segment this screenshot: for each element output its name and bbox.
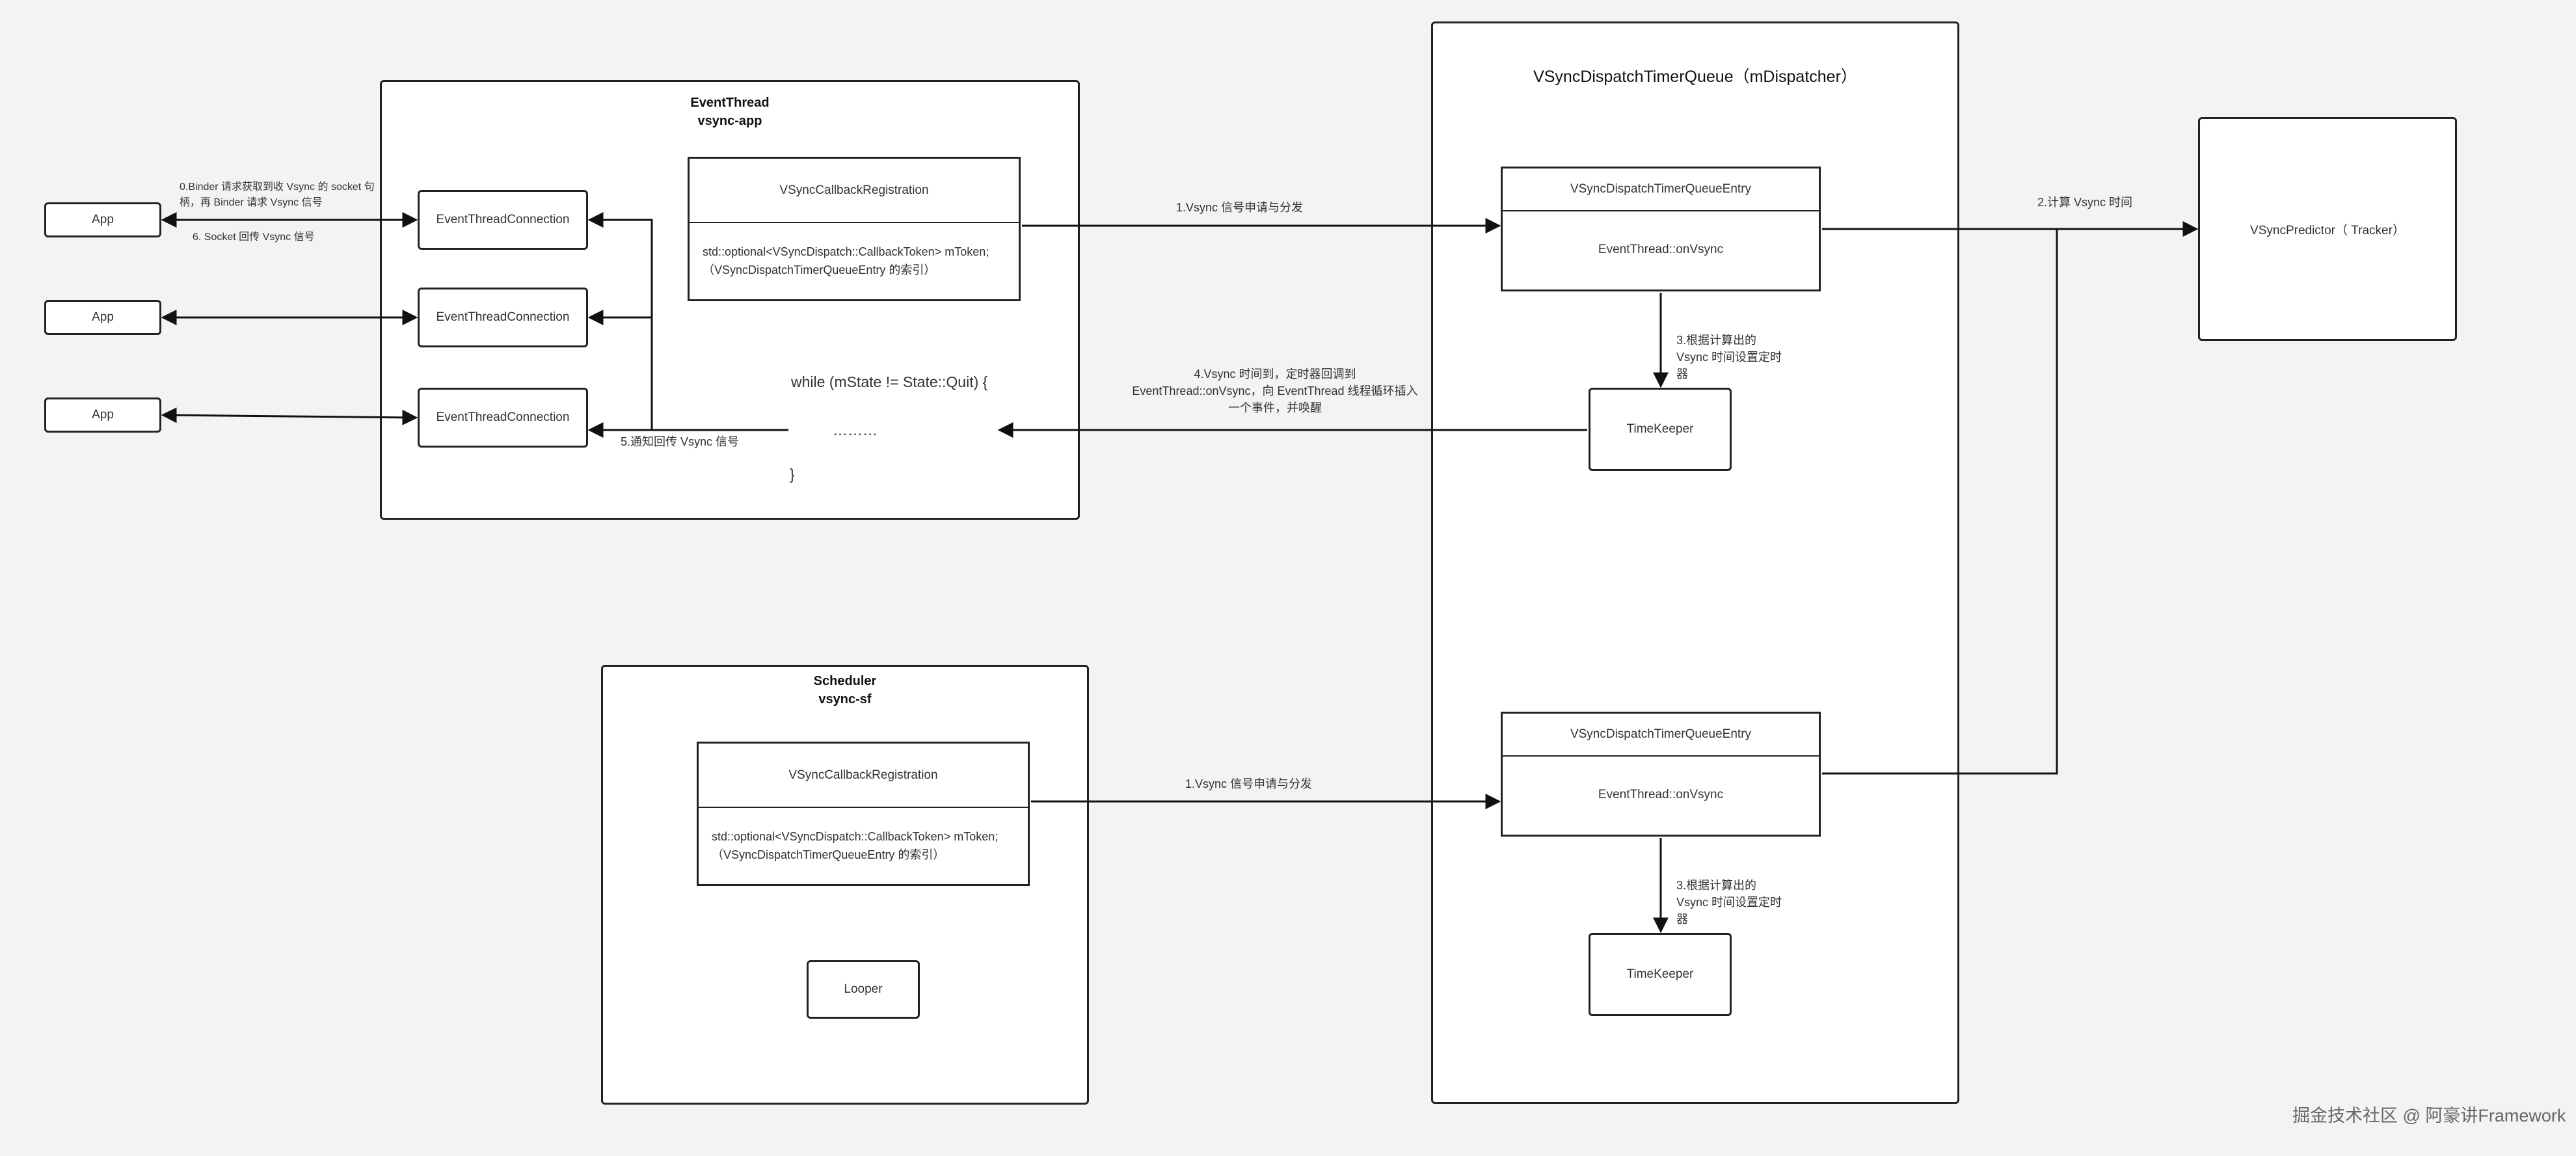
- label-callback-line3: 一个事件，并唤醒: [1228, 401, 1322, 414]
- app-node-3: App: [44, 397, 161, 433]
- scheduler-title-line2: vsync-sf: [818, 692, 872, 706]
- dispatch-entry-app-header: VSyncDispatchTimerQueueEntry: [1503, 168, 1819, 211]
- watermark: 掘金技术社区 @ 阿豪讲Framework: [2292, 1106, 2566, 1125]
- scheduler-title-line1: Scheduler: [813, 674, 877, 688]
- dispatch-entry-sf-body: EventThread::onVsync: [1598, 788, 1724, 801]
- app-registration-body: std::optional<VSyncDispatch::CallbackTok…: [690, 222, 1019, 299]
- label-timer-sf-line3: 器: [1676, 913, 1688, 926]
- looper-node: Looper: [807, 960, 920, 1019]
- label-timer-app-line2: Vsync 时间设置定时: [1676, 351, 1782, 364]
- label-compute: 2.计算 Vsync 时间: [2037, 196, 2133, 209]
- label-timer-app-line3: 器: [1676, 368, 1688, 381]
- label-apply-app: 1.Vsync 信号申请与分发: [1176, 201, 1304, 214]
- event-thread-title: EventThread vsync-app: [382, 94, 1078, 130]
- event-thread-title-line2: vsync-app: [697, 114, 762, 128]
- sf-registration-header: VSyncCallbackRegistration: [699, 744, 1028, 808]
- loop-line-3: }: [790, 466, 795, 483]
- timekeeper-sf: TimeKeeper: [1589, 933, 1732, 1016]
- scheduler-title: Scheduler vsync-sf: [603, 672, 1087, 708]
- dispatch-entry-sf-header: VSyncDispatchTimerQueueEntry: [1503, 714, 1819, 757]
- app-registration-header: VSyncCallbackRegistration: [690, 159, 1019, 223]
- app-registration-note: （VSyncDispatchTimerQueueEntry 的索引）: [703, 263, 936, 276]
- edge-notify-bus: [589, 219, 788, 431]
- label-notify: 5.通知回传 Vsync 信号: [621, 435, 740, 448]
- loop-line-2: ………: [833, 422, 878, 438]
- edge-app3-connection3: [161, 407, 418, 425]
- label-timer-sf-line1: 3.根据计算出的: [1676, 879, 1757, 892]
- dispatch-entry-app-body: EventThread::onVsync: [1598, 243, 1724, 256]
- label-timer-app: 3.根据计算出的 Vsync 时间设置定时 器: [1676, 332, 1782, 383]
- vsync-predictor: VSyncPredictor（ Tracker）: [2198, 117, 2457, 341]
- app-node-2: App: [44, 300, 161, 335]
- loop-line-1: while (mState != State::Quit) {: [791, 373, 988, 390]
- app-callback-registration: VSyncCallbackRegistration std::optional<…: [688, 157, 1021, 301]
- edge-compute-sf: [1822, 229, 2058, 775]
- sf-registration-body: std::optional<VSyncDispatch::CallbackTok…: [699, 807, 1028, 884]
- label-apply-sf: 1.Vsync 信号申请与分发: [1185, 777, 1313, 790]
- label-callback-line1: 4.Vsync 时间到，定时器回调到: [1194, 368, 1356, 381]
- label-socket: 6. Socket 回传 Vsync 信号: [193, 232, 315, 243]
- label-timer-app-line1: 3.根据计算出的: [1676, 334, 1757, 347]
- label-callback-line2: EventThread::onVsync，向 EventThread 线程循环插…: [1132, 384, 1418, 397]
- dispatch-entry-sf: VSyncDispatchTimerQueueEntry EventThread…: [1501, 712, 1821, 837]
- event-thread-title-line1: EventThread: [690, 96, 770, 110]
- dispatch-entry-app: VSyncDispatchTimerQueueEntry EventThread…: [1501, 167, 1821, 291]
- label-binder-line1: 0.Binder 请求获取到收 Vsync 的 socket 句: [180, 181, 375, 193]
- sf-registration-token: std::optional<VSyncDispatch::CallbackTok…: [712, 829, 999, 843]
- timekeeper-app: TimeKeeper: [1589, 388, 1732, 471]
- app-registration-token: std::optional<VSyncDispatch::CallbackTok…: [703, 245, 989, 258]
- event-thread-connection-1: EventThreadConnection: [418, 190, 588, 250]
- app-node-1: App: [44, 202, 161, 237]
- sf-registration-note: （VSyncDispatchTimerQueueEntry 的索引）: [712, 848, 945, 861]
- label-binder-line2: 柄，再 Binder 请求 Vsync 信号: [180, 197, 323, 208]
- label-callback: 4.Vsync 时间到，定时器回调到 EventThread::onVsync，…: [1099, 366, 1451, 416]
- sf-callback-registration: VSyncCallbackRegistration std::optional<…: [697, 742, 1030, 886]
- event-thread-connection-3: EventThreadConnection: [418, 388, 588, 448]
- label-timer-sf-line2: Vsync 时间设置定时: [1676, 896, 1782, 909]
- dispatcher-title: VSyncDispatchTimerQueue（mDispatcher）: [1533, 68, 1857, 86]
- label-timer-sf: 3.根据计算出的 Vsync 时间设置定时 器: [1676, 877, 1782, 928]
- label-binder: 0.Binder 请求获取到收 Vsync 的 socket 句 柄，再 Bin…: [180, 180, 375, 211]
- event-thread-connection-2: EventThreadConnection: [418, 288, 588, 347]
